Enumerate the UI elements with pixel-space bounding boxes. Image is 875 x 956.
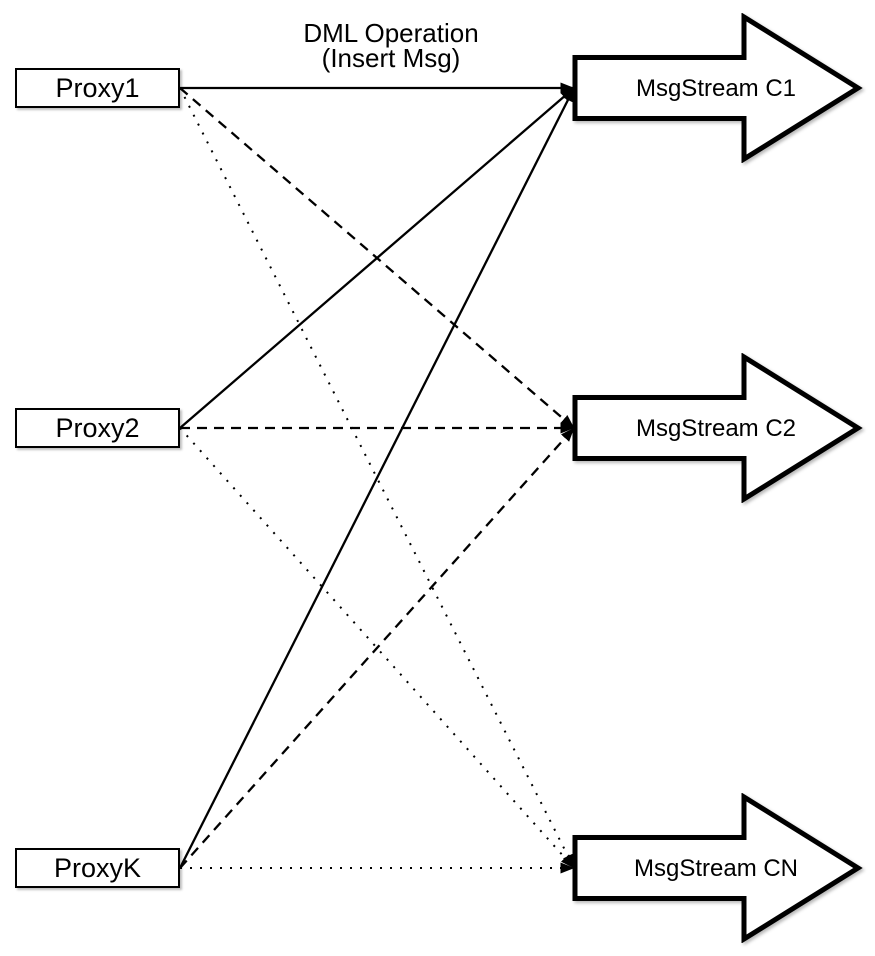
block-arrow-shape	[572, 793, 863, 943]
dml-operation-label-line2: (Insert Msg)	[321, 43, 461, 73]
node-proxy1: Proxy1	[15, 68, 180, 108]
dml-operation-label-line1: DML Operation	[303, 18, 479, 48]
block-arrow-shape	[572, 353, 863, 503]
node-proxy2-label: Proxy2	[55, 412, 140, 443]
node-msgstream-c2-label: MsgStream C2	[636, 415, 796, 442]
node-proxy1-label: Proxy1	[55, 72, 140, 103]
node-msgstream-c2: MsgStream C2	[572, 353, 863, 503]
node-msgstream-c1-label: MsgStream C1	[636, 75, 796, 102]
node-msgstream-cn-label: MsgStream CN	[634, 855, 798, 882]
node-proxyk-label: ProxyK	[53, 852, 142, 883]
edge-proxyk-c1	[178, 87, 576, 869]
node-msgstream-cn: MsgStream CN	[572, 793, 863, 943]
node-proxy2: Proxy2	[15, 408, 180, 448]
dml-operation-label: DML Operation (Insert Msg)	[241, 18, 541, 73]
node-proxyk: ProxyK	[15, 848, 180, 888]
edge-proxy2-c1	[179, 87, 575, 429]
node-msgstream-c1: MsgStream C1	[572, 13, 863, 163]
block-arrow-shape	[572, 13, 863, 163]
edge-proxyk-c2	[179, 427, 575, 869]
